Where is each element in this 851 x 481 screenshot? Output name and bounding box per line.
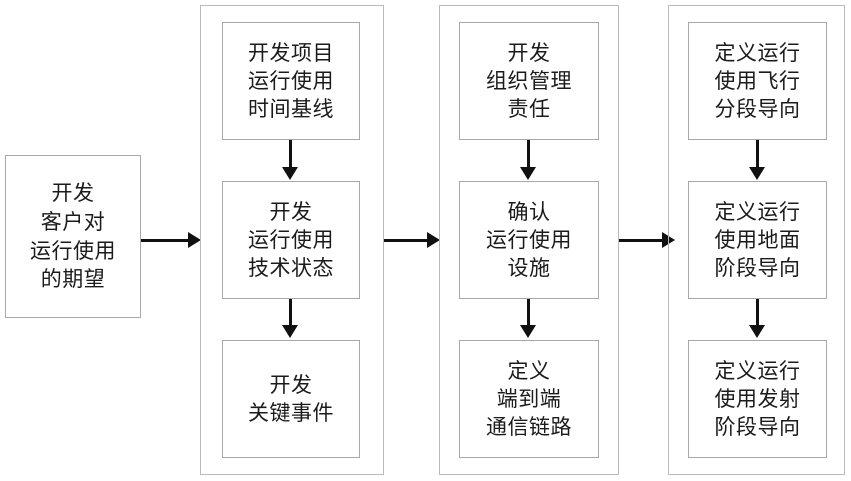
process-node-n3[interactable]: 开发 运行使用 技术状态 <box>222 181 360 299</box>
connector-v6-arrowhead <box>749 325 765 338</box>
connector-h1-line <box>141 239 189 242</box>
connector-v3-line <box>527 140 530 170</box>
process-node-n9[interactable]: 定义运行 使用地面 阶段导向 <box>688 181 827 299</box>
connector-v1-arrowhead <box>282 167 298 180</box>
connector-v4-arrowhead <box>520 325 536 338</box>
process-node-n6[interactable]: 确认 运行使用 设施 <box>459 181 599 299</box>
process-node-n8[interactable]: 定义运行 使用飞行 分段导向 <box>688 22 827 140</box>
connector-v2-line <box>289 299 292 328</box>
connector-v2-arrowhead <box>282 325 298 338</box>
connector-v5-arrowhead <box>749 167 765 180</box>
connector-h2-line <box>384 239 428 242</box>
connector-h1-arrowhead <box>188 232 201 248</box>
node-label-n3: 开发 运行使用 技术状态 <box>248 199 334 281</box>
connector-v3-arrowhead <box>520 167 536 180</box>
node-label-n10: 定义运行 使用发射 阶段导向 <box>714 358 801 440</box>
node-label-n5: 开发 组织管理 责任 <box>486 40 572 122</box>
node-label-n8: 定义运行 使用飞行 分段导向 <box>714 40 801 122</box>
node-label-n9: 定义运行 使用地面 阶段导向 <box>714 199 801 281</box>
process-node-n10[interactable]: 定义运行 使用发射 阶段导向 <box>688 340 827 458</box>
node-label-n7: 定义 端到端 通信链路 <box>486 358 572 440</box>
connector-v6-line <box>756 299 759 328</box>
node-label-n6: 确认 运行使用 设施 <box>486 199 572 281</box>
process-node-n2[interactable]: 开发项目 运行使用 时间基线 <box>222 22 360 140</box>
node-label-n4: 开发 关键事件 <box>248 372 334 425</box>
node-label-n1: 开发 客户对 运行使用 的期望 <box>30 181 116 292</box>
connector-v4-line <box>527 299 530 328</box>
connector-v1-line <box>289 140 292 170</box>
process-node-n7[interactable]: 定义 端到端 通信链路 <box>459 340 599 458</box>
connector-h2-arrowhead <box>427 232 440 248</box>
process-node-n5[interactable]: 开发 组织管理 责任 <box>459 22 599 140</box>
process-node-n1[interactable]: 开发 客户对 运行使用 的期望 <box>5 155 141 318</box>
connector-h3-line <box>619 239 663 242</box>
process-node-n4[interactable]: 开发 关键事件 <box>222 340 360 458</box>
group-container-col-4 <box>668 5 845 475</box>
node-label-n2: 开发项目 运行使用 时间基线 <box>248 40 334 122</box>
group-container-col-2 <box>200 5 384 475</box>
group-container-col-3 <box>439 5 619 475</box>
connector-v5-line <box>756 140 759 170</box>
